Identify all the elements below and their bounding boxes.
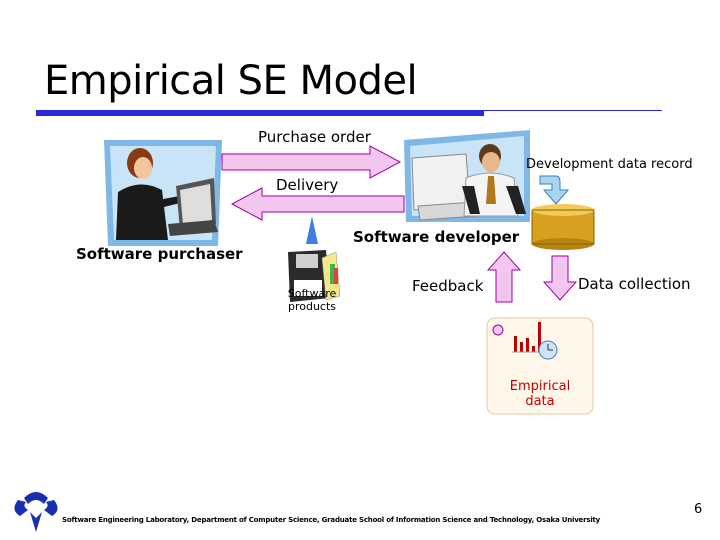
purchaser-illustration (104, 140, 222, 246)
software-developer-label: Software developer (353, 228, 520, 246)
software-purchaser-label: Software purchaser (76, 245, 243, 263)
data-collection-label: Data collection (578, 275, 691, 293)
purchase-order-label: Purchase order (258, 128, 371, 146)
data-collection-arrow (542, 255, 578, 301)
empirical-data-line1: Empirical (509, 379, 571, 394)
data-record-arrow (539, 175, 570, 205)
database-icon (531, 204, 595, 250)
purchase-order-arrow (221, 145, 402, 179)
chart-icon (492, 322, 558, 360)
title-underline-thick (36, 110, 484, 116)
footer-text: Software Engineering Laboratory, Departm… (62, 516, 601, 524)
empirical-data-box (486, 317, 594, 415)
title-underline-thin (484, 110, 662, 111)
delivery-label: Delivery (276, 176, 339, 194)
software-products-label: Software products (282, 287, 342, 313)
feedback-label: Feedback (412, 277, 484, 295)
empirical-data-line2: data (525, 394, 555, 409)
developer-illustration (404, 130, 530, 222)
university-logo (14, 492, 58, 532)
software-products-line2: products (287, 300, 337, 313)
page-number: 6 (694, 502, 703, 517)
software-products-line1: Software (287, 287, 337, 300)
delivery-arrow (230, 187, 405, 221)
floppy-disk-icon (288, 250, 341, 302)
development-data-record-label: Development data record (526, 157, 693, 172)
slide-title: Empirical SE Model (44, 58, 418, 104)
empirical-data-label: Empirical data (487, 379, 593, 409)
delivery-pointer (306, 216, 318, 244)
feedback-arrow (486, 251, 522, 303)
